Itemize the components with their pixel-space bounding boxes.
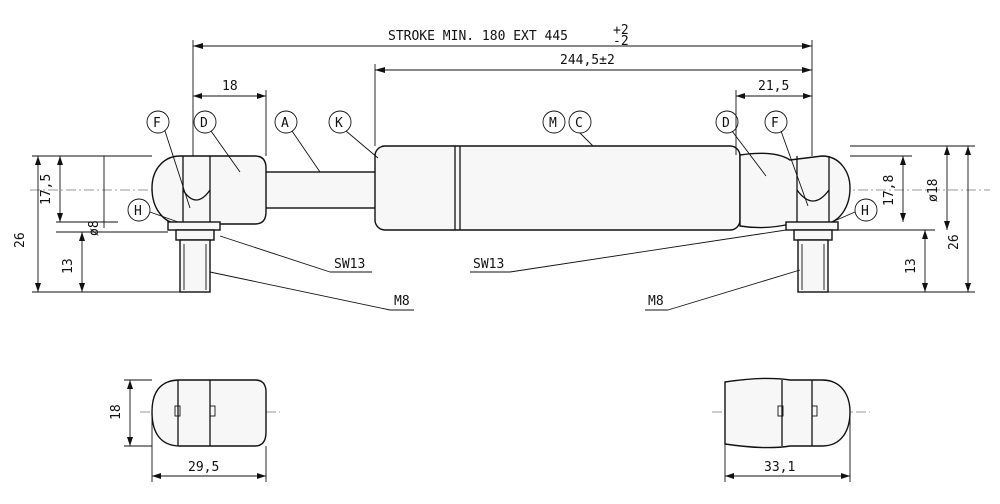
svg-text:M8: M8 xyxy=(394,294,410,309)
leader-sw13-right: SW13 xyxy=(470,229,787,273)
svg-text:M: M xyxy=(549,116,557,131)
svg-text:F: F xyxy=(153,116,161,131)
callout-f-right: F xyxy=(764,110,809,207)
svg-text:SW13: SW13 xyxy=(473,257,504,272)
svg-text:D: D xyxy=(200,116,208,131)
left-eye-offset-label: 18 xyxy=(222,79,238,94)
callout-d-left: D xyxy=(193,110,241,173)
cylinder-body xyxy=(374,145,741,231)
left-height-eye-label: 17,5 xyxy=(39,174,54,205)
bottom-right-width-label: 33,1 xyxy=(764,460,795,475)
left-end-fitting xyxy=(151,155,267,225)
svg-text:K: K xyxy=(335,116,343,131)
left-height-thread-label: 13 xyxy=(61,258,76,274)
left-ball-stud xyxy=(167,221,221,293)
callout-h-right: H xyxy=(831,198,878,223)
piston-rod xyxy=(261,171,381,209)
left-vertical-dimensions: 26 17,5 13 ø8 xyxy=(13,155,180,293)
svg-text:H: H xyxy=(861,204,869,219)
callout-d-right: D xyxy=(715,110,767,177)
bottom-right-detail: 33,1 xyxy=(712,377,870,482)
right-height-thread-label: 13 xyxy=(904,258,919,274)
callout-k: K xyxy=(328,110,379,159)
stroke-tolerance-plus: +2 xyxy=(613,23,629,38)
right-vertical-dimensions: 17,8 ø18 13 26 xyxy=(828,145,975,293)
left-height-total-label: 26 xyxy=(13,232,28,248)
bottom-left-height-label: 18 xyxy=(109,404,124,420)
svg-text:H: H xyxy=(134,204,142,219)
stroke-tolerance-minus: -2 xyxy=(613,34,629,49)
svg-text:SW13: SW13 xyxy=(334,257,365,272)
leader-m8-right: M8 xyxy=(645,269,801,311)
callout-a: A xyxy=(274,110,321,173)
right-eye-offset-label: 21,5 xyxy=(758,79,789,94)
right-diameter-label: ø18 xyxy=(926,179,941,202)
right-eye-offset-dimension: 21,5 xyxy=(735,79,812,155)
right-height-total-label: 26 xyxy=(947,234,962,250)
stroke-dimension-label: STROKE MIN. 180 EXT 445 xyxy=(388,29,568,44)
right-end-fitting xyxy=(739,152,851,229)
callout-h-left: H xyxy=(127,198,179,223)
body-length-dimension: 244,5±2 xyxy=(374,53,812,146)
callout-c: C xyxy=(568,110,594,147)
body-length-label: 244,5±2 xyxy=(560,53,615,68)
right-ball-stud xyxy=(785,221,839,293)
svg-text:A: A xyxy=(281,116,289,131)
bottom-left-detail: 18 29,5 xyxy=(109,379,280,482)
left-bore-label: ø8 xyxy=(87,220,102,236)
svg-text:D: D xyxy=(722,116,730,131)
left-eye-offset-dimension: 18 xyxy=(193,79,267,156)
stroke-dimension: STROKE MIN. 180 EXT 445 +2 -2 xyxy=(192,23,813,156)
right-height-eye-label: 17,8 xyxy=(882,175,897,206)
leader-m8-left: M8 xyxy=(209,271,414,311)
svg-text:C: C xyxy=(575,116,583,131)
svg-text:F: F xyxy=(771,116,779,131)
svg-text:M8: M8 xyxy=(648,294,664,309)
callout-f-left: F xyxy=(146,110,191,209)
bottom-left-width-label: 29,5 xyxy=(188,460,219,475)
leader-sw13-left: SW13 xyxy=(219,235,372,273)
callout-m: M xyxy=(542,110,566,134)
